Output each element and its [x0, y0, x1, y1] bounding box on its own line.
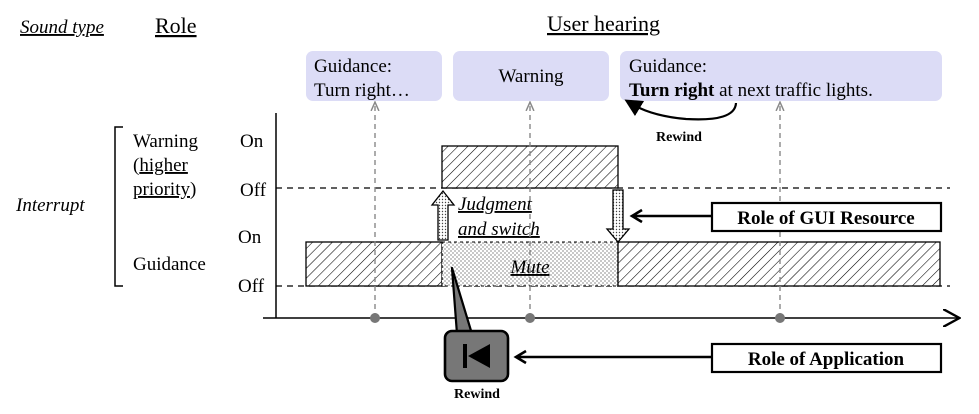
guidance-bubble-1-line1: Guidance: — [314, 56, 392, 77]
guidance-bubble-2 — [620, 51, 942, 101]
switch-up-arrow — [430, 189, 456, 241]
role-app-box — [710, 342, 943, 374]
judgment-label-1: Judgment — [458, 194, 533, 215]
rewind-top-label: Rewind — [656, 130, 702, 145]
rewind-curve-arrow — [624, 99, 738, 121]
interrupt-bracket — [114, 126, 123, 287]
rewind-button-label: Rewind — [454, 387, 500, 402]
guidance-bar-before — [305, 241, 443, 287]
role-app-label: Role of Application — [748, 349, 905, 370]
warning-priority: priority — [133, 179, 190, 200]
user-hearing-header: User hearing — [547, 11, 660, 36]
app-role-pointer-arrow — [513, 349, 712, 365]
switch-down-arrow — [605, 189, 631, 244]
sound-type-header: Sound type — [20, 17, 104, 38]
guidance-bar-after — [617, 241, 941, 287]
skip-back-icon — [463, 344, 490, 368]
judgment-label-2: and switch — [458, 219, 540, 240]
event-dot-3 — [775, 313, 785, 323]
warning-bubble — [453, 51, 609, 101]
interrupt-label: Interrupt — [15, 195, 85, 216]
event-dot-1 — [370, 313, 380, 323]
warning-row-label-3: priority) — [133, 179, 196, 200]
guidance-bubble-2-line1: Guidance: — [629, 56, 707, 77]
guidance-bubble-2-rest: at next traffic lights. — [714, 80, 872, 101]
warning-row-label-2: (higher — [133, 155, 189, 176]
guidance-bubble-2-line2: Turn right at next traffic lights. — [629, 80, 873, 101]
guidance-row-label: Guidance — [133, 254, 206, 275]
warning-bubble-text: Warning — [499, 66, 564, 87]
guidance-bubble-1-line2: Turn right… — [314, 80, 410, 101]
guidance-on-label: On — [238, 227, 262, 248]
role-header: Role — [155, 13, 197, 38]
warning-off-label: Off — [240, 180, 267, 201]
role-gui-label: Role of GUI Resource — [737, 208, 914, 229]
event-dot-2 — [525, 313, 535, 323]
warning-row-label-1: Warning — [133, 131, 198, 152]
warning-close-paren: ) — [190, 179, 196, 200]
mute-label: Mute — [509, 257, 549, 278]
guidance-bubble-2-bold: Turn right — [629, 80, 715, 101]
guidance-bubble-1 — [306, 51, 442, 101]
warning-open-paren: ( — [133, 155, 139, 176]
warning-higher: higher — [139, 155, 188, 176]
warning-on-label: On — [240, 131, 264, 152]
guidance-off-label: Off — [238, 276, 265, 297]
role-gui-box — [710, 201, 943, 233]
gui-role-pointer-arrow — [629, 208, 712, 224]
